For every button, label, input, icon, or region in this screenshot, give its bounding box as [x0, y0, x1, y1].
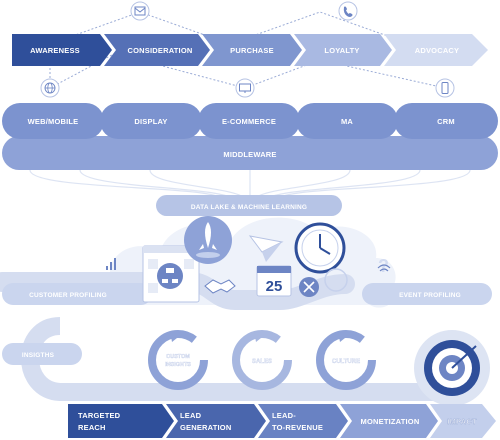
- outcome-label-monetization: MONETIZATION: [361, 417, 420, 426]
- funnel-lines: [29, 169, 471, 199]
- handshake-icon: [204, 279, 236, 294]
- platform-layer: WEB/MOBILE DISPLAY E-COMMERCE MA CRM MID…: [2, 103, 498, 170]
- cycle-sales: SALES: [232, 330, 292, 390]
- outcome-monetization: [340, 404, 438, 438]
- middleware-bar: [2, 136, 498, 170]
- outcome-targeted-reach: [68, 404, 174, 438]
- stage-label-consideration: CONSIDERATION: [128, 46, 193, 55]
- channel-label-ecommerce: E-COMMERCE: [222, 117, 276, 126]
- customer-profiling-pill: [2, 283, 152, 305]
- stage-awareness: [12, 34, 112, 66]
- outcome-label-impact: IMPACT: [447, 417, 477, 426]
- network-icon: [142, 245, 200, 303]
- cycle-label-custom-insights-1: CUSTOM: [166, 354, 190, 360]
- channel-label-display: DISPLAY: [134, 117, 167, 126]
- outcome-line1-targeted: TARGETED: [78, 411, 121, 420]
- outcome-line2-targeted: REACH: [78, 423, 106, 432]
- data-lake-label: DATA LAKE & MACHINE LEARNING: [191, 204, 307, 211]
- channel-display: [100, 103, 202, 139]
- cycle-custom-insights: CUSTOM INSIGHTS: [148, 330, 208, 390]
- calendar-icon: 25: [256, 265, 292, 297]
- envelope-icon: [130, 1, 150, 21]
- stage-label-awareness: AWARENESS: [30, 46, 80, 55]
- monitor-icon: [235, 78, 255, 98]
- outcome-impact: [430, 404, 496, 438]
- cycle-label-sales: SALES: [252, 359, 272, 365]
- insights-label: INSIGTHS: [22, 352, 55, 359]
- question-icon: ?: [378, 256, 389, 276]
- paper-plane-icon: [248, 235, 284, 262]
- cycle-label-custom-insights-2: INSIGHTS: [165, 362, 191, 368]
- calendar-day: 25: [266, 278, 283, 295]
- target-icon: [414, 330, 490, 406]
- stage-label-loyalty: LOYALTY: [324, 46, 359, 55]
- cycle-culture: CULTURE: [316, 330, 376, 390]
- bar-chart-icon: [106, 258, 116, 270]
- event-profiling-pill: [362, 283, 492, 305]
- event-profiling-label: EVENT PROFILING: [399, 292, 461, 299]
- wifi-icon: [377, 264, 391, 272]
- tools-icon: [299, 268, 348, 297]
- insights-pill: [2, 343, 82, 365]
- outcome-arrow: TARGETED REACH LEAD GENERATION LEAD- TO-…: [68, 404, 496, 438]
- middleware-label: MIDDLEWARE: [223, 150, 276, 159]
- channel-web-mobile: [2, 103, 104, 139]
- outcome-lead-to-revenue: [258, 404, 348, 438]
- customer-profiling-path: [0, 272, 355, 310]
- customer-profiling-label: CUSTOMER PROFILING: [29, 292, 107, 299]
- stage-consideration: [104, 34, 210, 66]
- smartphone-icon: [435, 78, 455, 98]
- stage-purchase: [202, 34, 302, 66]
- outcome-line1-revenue: LEAD-: [272, 411, 296, 420]
- stage-advocacy: [384, 34, 488, 66]
- stage-label-purchase: PURCHASE: [230, 46, 274, 55]
- channel-ma: [296, 103, 398, 139]
- outcome-line1-leadgen: LEAD: [180, 411, 202, 420]
- phone-icon: [338, 1, 358, 21]
- globe-icon: [40, 78, 60, 98]
- data-lake-pill: [156, 195, 342, 216]
- channel-ecommerce: [198, 103, 300, 139]
- channel-crm: [394, 103, 498, 139]
- channel-label-ma: MA: [341, 117, 353, 126]
- rocket-icon: [184, 216, 232, 264]
- outcome-line2-revenue: TO-REVENUE: [272, 423, 323, 432]
- cycle-label-culture: CULTURE: [332, 359, 360, 365]
- channel-label-web-mobile: WEB/MOBILE: [28, 117, 79, 126]
- stage-label-advocacy: ADVOCACY: [415, 46, 460, 55]
- outcome-lead-generation: [166, 404, 266, 438]
- channel-label-crm: CRM: [437, 117, 455, 126]
- outcome-line2-leadgen: GENERATION: [180, 423, 231, 432]
- journey-arrow: AWARENESS CONSIDERATION PURCHASE LOYALTY…: [12, 34, 488, 66]
- stage-loyalty: [294, 34, 392, 66]
- clock-icon: [294, 222, 346, 274]
